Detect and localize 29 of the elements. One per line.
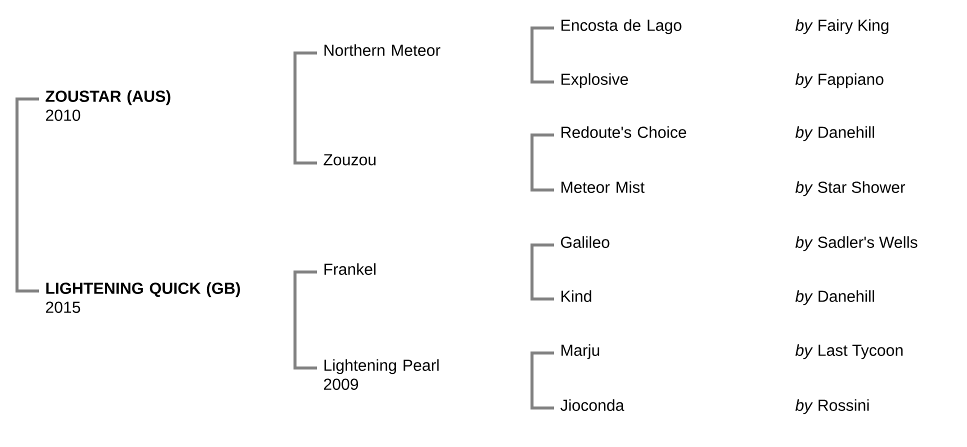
bracket-line bbox=[530, 352, 554, 410]
horse-name: Meteor Mist bbox=[562, 181, 645, 193]
bracket-line bbox=[294, 52, 317, 164]
sire-name: by Star Shower bbox=[795, 181, 906, 196]
bracket-line bbox=[530, 26, 554, 84]
sire-name: by Rossini bbox=[795, 399, 869, 414]
bracket-line bbox=[530, 134, 554, 192]
sire-name: by Sadler's Wells bbox=[795, 236, 918, 252]
horse-name: Galileo bbox=[561, 236, 610, 248]
horse-name: Jioconda bbox=[560, 399, 624, 411]
bracket-line bbox=[294, 270, 317, 370]
horse-name: ZOUSTAR (AUS) 2010 bbox=[46, 90, 170, 121]
sire-name: by Danehill bbox=[795, 126, 874, 142]
bracket-line bbox=[16, 98, 40, 292]
horse-name: Redoute's Choice bbox=[562, 126, 686, 138]
horse-name: Northern Meteor bbox=[324, 44, 440, 56]
horse-name: Frankel bbox=[324, 263, 376, 275]
bracket-line bbox=[530, 244, 554, 300]
sire-name: by Danehill bbox=[795, 290, 874, 306]
horse-name: Zouzou bbox=[324, 154, 376, 166]
horse-name: LIGHTENING QUICK (GB) 2015 bbox=[46, 282, 240, 313]
horse-name: Encosta de Lago bbox=[562, 19, 682, 34]
horse-name: Marju bbox=[562, 344, 600, 360]
sire-name: by Fappiano bbox=[795, 73, 884, 88]
horse-name: Kind bbox=[562, 290, 592, 302]
horse-name: Explosive bbox=[562, 73, 628, 88]
sire-name: by Fairy King bbox=[795, 19, 888, 34]
sire-name: by Last Tycoon bbox=[795, 344, 903, 360]
horse-name: Lightening Pearl 2009 bbox=[324, 359, 439, 390]
